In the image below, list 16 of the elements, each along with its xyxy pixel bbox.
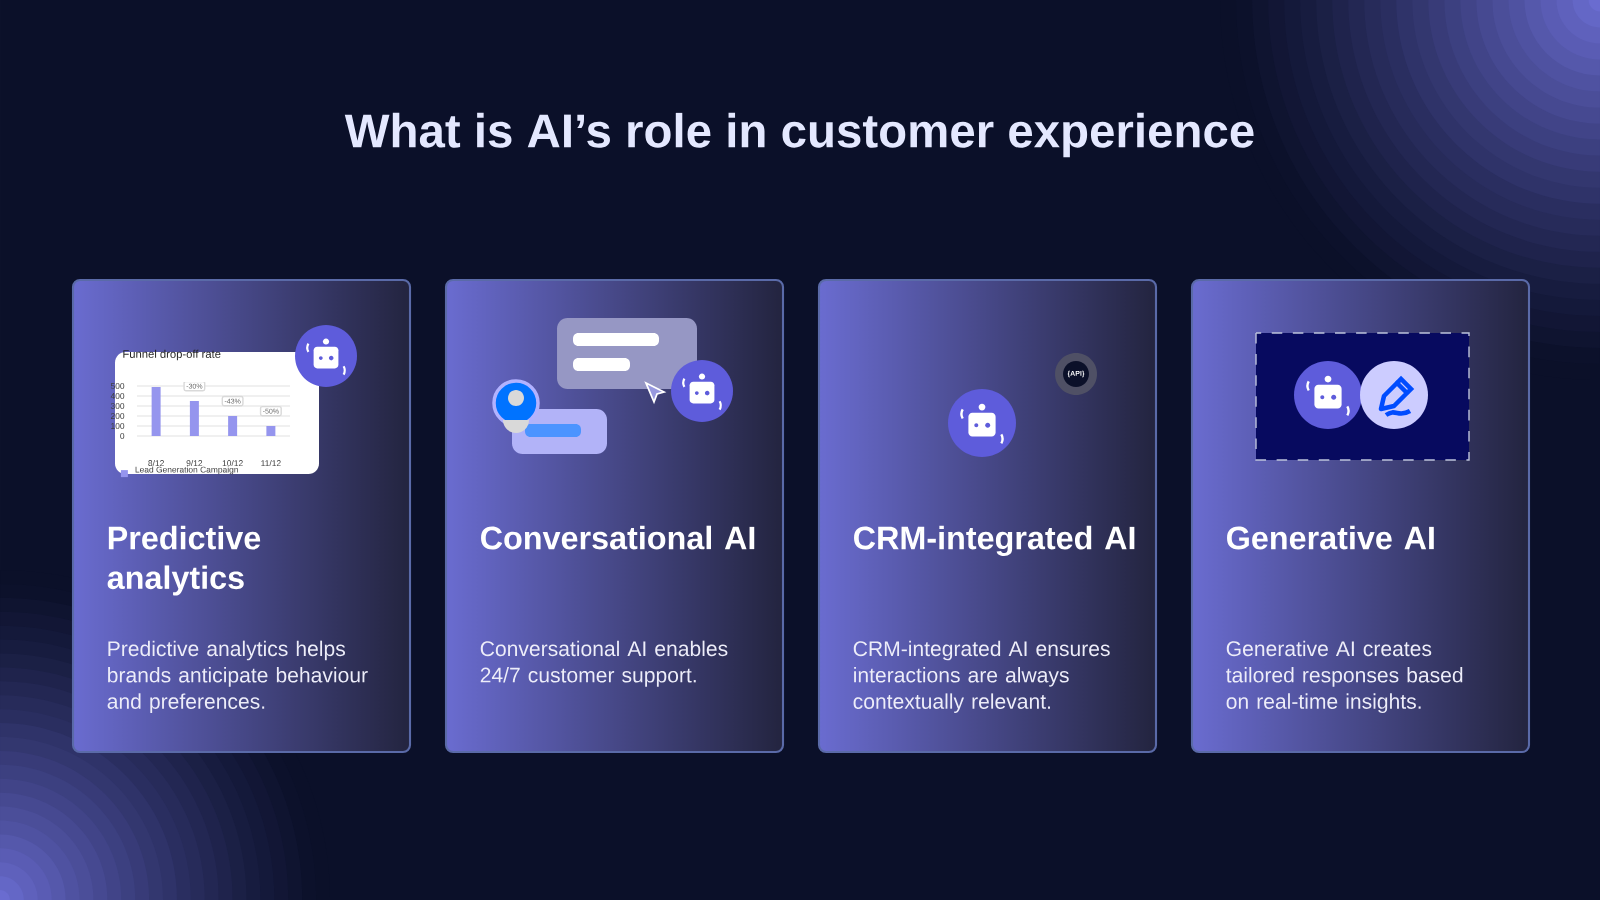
chart-title: Funnel drop-off rate (123, 349, 221, 361)
x-tick-label: 10/12 (222, 459, 243, 467)
bar (266, 426, 276, 436)
legend-label: Lead Generation Campaign (135, 466, 238, 475)
x-tick-label: 9/12 (186, 459, 203, 467)
bar (228, 416, 238, 436)
card-description: Predictive analytics helps brands anticipate behaviour and preferences. (107, 640, 368, 714)
title: What is AI’s role in customer experience (344, 112, 1254, 158)
card-description: Generative AI creates tailored responses based on real-time insights. (1226, 640, 1463, 714)
x-tick-label: 8/12 (148, 459, 164, 467)
card-description: CRM-integrated AI ensures interactions are always contextually relevant. (853, 640, 1110, 714)
bar (189, 401, 199, 436)
card-description: Conversational AI enables 24/7 customer support. (480, 640, 728, 687)
bar (151, 387, 161, 436)
y-tick-label: 0 (120, 433, 125, 439)
x-tick-label: 11/12 (261, 459, 281, 467)
